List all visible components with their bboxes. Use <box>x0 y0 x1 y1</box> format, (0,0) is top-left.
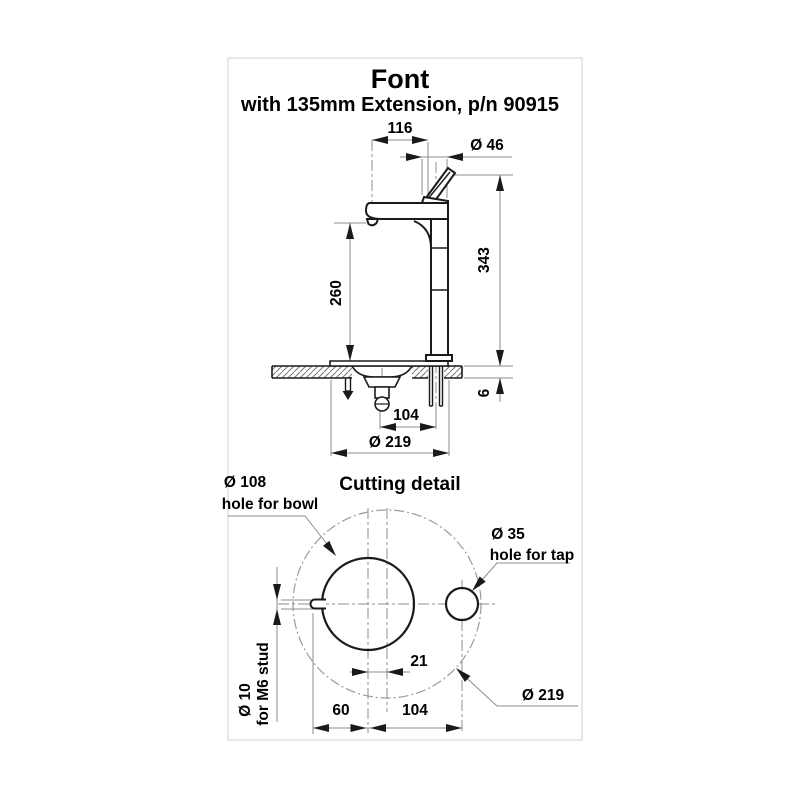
dim-stud-to-bowl: 60 <box>332 702 349 719</box>
dim-cutout-diameter: Ø 219 <box>522 687 565 704</box>
dim-base-diameter: Ø 219 <box>369 434 412 451</box>
side-dim-lines <box>330 139 513 456</box>
counter-hatch-left <box>272 366 352 378</box>
bowl-hole-diameter-label: Ø 108 <box>224 474 267 491</box>
font-base-plate <box>329 360 449 367</box>
tap-hole-diameter-label: Ø 35 <box>491 526 525 543</box>
bowl-drain <box>351 365 413 412</box>
bowl-hole-note: hole for bowl <box>222 496 318 513</box>
stud-hole-note: for M6 stud <box>255 642 272 726</box>
sheet-frame <box>227 57 583 741</box>
tap-body <box>430 203 449 356</box>
dim-spout-height: 260 <box>328 280 345 306</box>
tap-shank <box>428 366 444 407</box>
counter-section <box>271 365 463 379</box>
counter-hatch-right <box>444 366 462 378</box>
drain-tail <box>374 386 390 399</box>
page-subtitle: with 135mm Extension, p/n 90915 <box>240 94 559 116</box>
leader-lines <box>228 515 578 707</box>
dim-center-offset: 21 <box>410 653 428 670</box>
dim-total-height: 343 <box>476 247 493 273</box>
tap-spout-outlet <box>365 218 380 227</box>
m6-stud <box>342 377 354 400</box>
tap-fillet <box>413 220 432 249</box>
stud-keyhole-slot <box>309 598 326 610</box>
cutout-circle <box>292 509 482 699</box>
cutting-detail-heading: Cutting detail <box>339 474 460 495</box>
tap-outline <box>364 166 457 356</box>
page-title: Font <box>371 64 429 94</box>
dim-spout-reach: 116 <box>387 120 412 137</box>
side-view: 116 Ø 46 343 260 104 Ø 219 6 <box>271 120 513 457</box>
title-block: Font with 135mm Extension, p/n 90915 <box>240 64 559 116</box>
tap-seams <box>431 247 448 291</box>
dim-counter-thickness: 6 <box>476 388 493 397</box>
dim-head-diameter: Ø 46 <box>470 137 504 154</box>
dim-bowl-to-tap: 104 <box>402 702 428 719</box>
cutting-detail: Cutting detail <box>222 474 578 734</box>
dim-hole-spacing: 104 <box>393 407 419 424</box>
tap-spout-arm <box>364 202 449 220</box>
tap-hole-circle <box>444 586 480 622</box>
tap-lever-line <box>426 171 451 201</box>
counter-hatch-mid <box>412 366 428 378</box>
tap-hole-note: hole for tap <box>490 547 574 564</box>
drain-nut <box>362 376 402 388</box>
stud-hole-diameter-label: Ø 10 <box>237 683 254 717</box>
